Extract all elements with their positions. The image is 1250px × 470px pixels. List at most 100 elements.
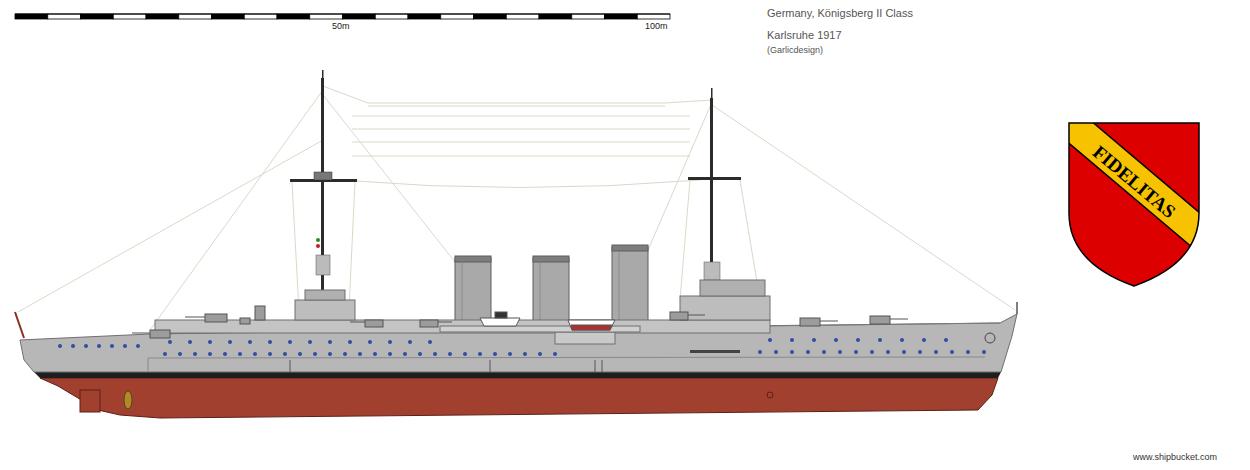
scale-bar	[81, 14, 114, 19]
porthole	[758, 350, 762, 354]
porthole	[922, 338, 926, 342]
porthole	[343, 352, 347, 356]
gun-mount	[420, 320, 438, 327]
scale-bar	[310, 14, 343, 19]
gun-mount	[890, 319, 908, 320]
rigging-wires	[18, 140, 323, 312]
porthole	[856, 338, 860, 342]
author-credit: (Garlicdesign)	[767, 45, 823, 55]
mast	[704, 262, 720, 280]
rigging-wires	[352, 156, 690, 157]
gun-mount	[240, 318, 250, 324]
hull	[148, 357, 985, 358]
gun-mount	[255, 306, 265, 320]
scale-bar	[637, 14, 670, 19]
porthole	[900, 338, 904, 342]
hull	[15, 312, 24, 338]
porthole	[790, 350, 794, 354]
porthole	[248, 340, 252, 344]
funnel	[533, 256, 569, 262]
scale-bar	[506, 14, 539, 19]
funnel	[455, 245, 648, 332]
hull	[595, 360, 596, 372]
porthole	[188, 340, 192, 344]
funnel	[612, 247, 648, 332]
porthole	[982, 350, 986, 354]
rigging-wires	[352, 116, 690, 117]
porthole	[58, 338, 986, 356]
rigging-wires	[368, 103, 665, 104]
rigging-wires	[323, 95, 455, 262]
porthole	[834, 338, 838, 342]
porthole	[110, 344, 114, 348]
porthole	[966, 350, 970, 354]
rigging-wires	[665, 100, 712, 103]
porthole	[268, 340, 272, 344]
porthole	[934, 350, 938, 354]
ship-boat	[495, 312, 507, 318]
porthole	[944, 338, 948, 342]
hull	[290, 360, 291, 372]
porthole	[538, 352, 542, 356]
gun-mount	[800, 318, 820, 326]
shield-band	[1067, 121, 1201, 248]
superstructure	[305, 290, 345, 300]
mast	[322, 70, 324, 82]
porthole	[136, 344, 140, 348]
porthole	[838, 350, 842, 354]
porthole	[308, 340, 312, 344]
porthole	[508, 352, 512, 356]
hull	[985, 333, 995, 343]
porthole	[178, 352, 182, 356]
scale-bar	[244, 14, 277, 19]
ship-boat	[568, 320, 615, 330]
scale-bar	[146, 14, 179, 19]
superstructure	[440, 326, 640, 332]
hull	[1016, 302, 1018, 314]
scale-bar	[15, 14, 670, 15]
gun-mount	[820, 321, 838, 322]
title-text: Germany, Königsberg II Class	[767, 7, 913, 19]
hull	[124, 391, 132, 409]
gun-mount	[132, 306, 908, 338]
porthole	[193, 352, 197, 356]
scale-bar	[605, 14, 638, 19]
porthole	[878, 338, 882, 342]
porthole	[428, 340, 432, 344]
porthole	[238, 352, 242, 356]
scale-bar	[277, 14, 310, 19]
superstructure	[295, 300, 355, 320]
porthole	[433, 352, 437, 356]
hull	[15, 302, 1017, 418]
scale-bar	[441, 14, 474, 19]
porthole	[854, 350, 858, 354]
porthole	[84, 344, 88, 348]
rigging-wires	[368, 106, 665, 107]
scale-bar	[179, 14, 212, 19]
gun-mount	[365, 320, 383, 327]
ship-boat	[480, 318, 520, 326]
porthole	[774, 350, 778, 354]
mast	[290, 70, 741, 330]
coat-of-arms: FIDELITAS	[1067, 121, 1201, 288]
scale-label: 100m	[645, 21, 668, 31]
porthole	[71, 344, 75, 348]
scale-bar	[113, 14, 146, 19]
porthole	[268, 352, 272, 356]
porthole	[523, 352, 527, 356]
porthole	[283, 352, 287, 356]
rigging-wires	[352, 142, 690, 143]
hull	[490, 360, 491, 372]
rigging-wires	[680, 180, 690, 300]
scale-bar	[15, 14, 48, 19]
porthole	[478, 352, 482, 356]
hull	[20, 314, 1017, 372]
porthole	[223, 352, 227, 356]
watermark: www.shipbucket.com	[1133, 452, 1217, 462]
scale-label: 50m	[332, 21, 350, 31]
scale-bar	[48, 14, 81, 19]
scale-bar	[343, 14, 376, 19]
gun-mount	[438, 322, 452, 323]
scale-bar	[408, 14, 441, 19]
